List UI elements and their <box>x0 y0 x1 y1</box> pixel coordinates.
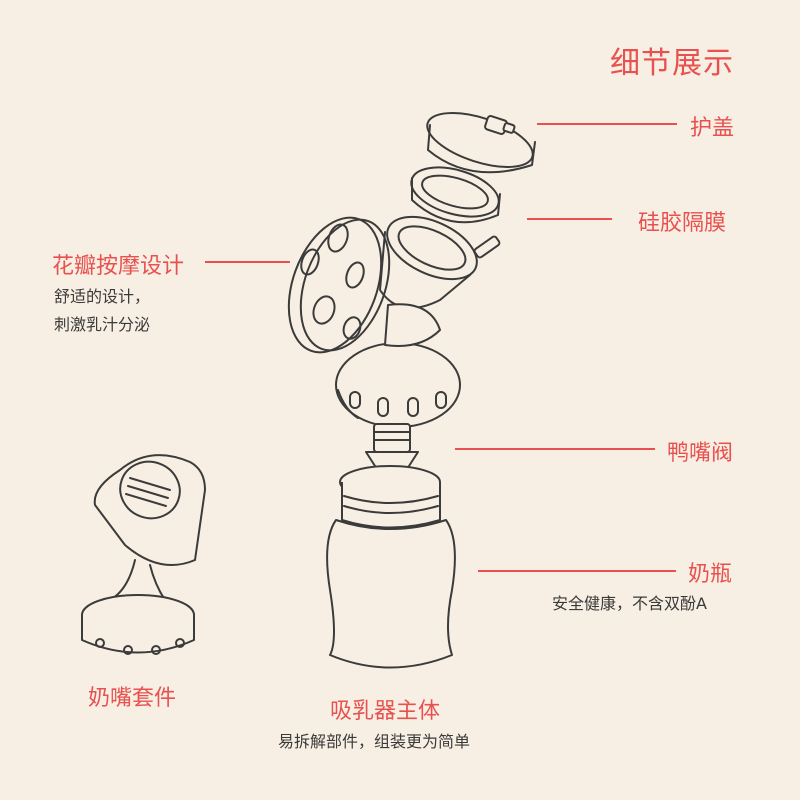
nipple-kit-label: 奶嘴套件 <box>88 680 176 712</box>
petal-desc-line1: 舒适的设计， <box>54 283 150 311</box>
petal-desc-line2: 刺激乳汁分泌 <box>54 311 150 339</box>
cap-label: 护盖 <box>690 110 734 142</box>
nipple-kit-drawing <box>82 453 205 654</box>
petal-leader-line <box>205 261 290 263</box>
bottle-drawing <box>327 466 455 668</box>
duckbill-leader-line <box>455 448 655 450</box>
duckbill-label: 鸭嘴阀 <box>667 435 733 467</box>
main-body-desc: 易拆解部件，组装更为简单 <box>278 728 470 756</box>
bottle-desc: 安全健康，不含双酚A <box>552 590 707 618</box>
cap-leader-line <box>537 123 677 125</box>
main-body-label: 吸乳器主体 <box>330 693 440 725</box>
diaphragm-label: 硅胶隔膜 <box>638 205 726 237</box>
petal-label: 花瓣按摩设计 <box>52 248 184 280</box>
bottle-label: 奶瓶 <box>688 556 732 588</box>
diaphragm-drawing <box>406 158 505 225</box>
bottle-leader-line <box>478 570 676 572</box>
diaphragm-leader-line <box>527 218 612 220</box>
